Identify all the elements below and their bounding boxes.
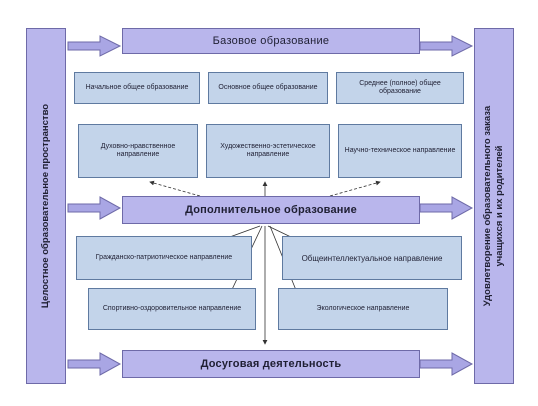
arrow-left-top — [67, 35, 122, 57]
direction-intellectual-box: Общеинтеллектуальное направление — [282, 236, 462, 280]
base-education-box: Базовое образование — [122, 28, 420, 54]
direction-sport-box: Спортивно-оздоровительное направление — [88, 288, 256, 330]
right-side-text-line2: учащихся и их родителей — [494, 145, 506, 267]
arrow-right-bottom — [419, 352, 474, 376]
direction-ecology-box: Экологическое направление — [278, 288, 448, 330]
level-secondary-label: Среднее (полное) общее образование — [359, 80, 441, 95]
leisure-activity-title: Досуговая деятельность — [200, 358, 342, 370]
direction-science-label: Научно-техническое направление — [344, 147, 456, 154]
direction-civic-label: Гражданско-патриотическое направление — [95, 254, 233, 261]
right-side-bar: Удовлетворение образовательного заказа у… — [474, 28, 514, 384]
link-up-left — [149, 180, 201, 197]
right-side-text-line1: Удовлетворение образовательного заказа — [482, 105, 494, 307]
additional-education-title: Дополнительное образование — [185, 204, 357, 216]
direction-art-label: Художественно-эстетическое направление — [220, 143, 316, 158]
direction-art-box: Художественно-эстетическое направление — [206, 124, 330, 178]
direction-ecology-label: Экологическое направление — [316, 305, 410, 312]
direction-spiritual-label: Духовно-нравственное направление — [100, 143, 176, 158]
level-basic-label: Основное общее образование — [218, 84, 318, 91]
level-basic-box: Основное общее образование — [208, 72, 328, 104]
right-side-text: Удовлетворение образовательного заказа у… — [482, 106, 506, 306]
arrow-left-mid — [67, 196, 122, 220]
level-primary-label: Начальное общее образование — [85, 84, 189, 91]
left-side-bar: Целостное образовательное пространство — [26, 28, 66, 384]
level-secondary-box: Среднее (полное) общее образование — [336, 72, 464, 104]
left-side-text: Целостное образовательное пространство — [40, 103, 52, 309]
leisure-activity-box: Досуговая деятельность — [122, 350, 420, 378]
direction-intellectual-label: Общеинтеллектуальное направление — [301, 253, 443, 263]
arrow-left-bottom — [67, 352, 122, 376]
direction-civic-box: Гражданско-патриотическое направление — [76, 236, 252, 280]
arrow-right-top — [419, 35, 474, 57]
base-education-title: Базовое образование — [212, 35, 330, 47]
level-primary-box: Начальное общее образование — [74, 72, 200, 104]
direction-sport-label: Спортивно-оздоровительное направление — [102, 305, 242, 312]
additional-education-box: Дополнительное образование — [122, 196, 420, 224]
direction-science-box: Научно-техническое направление — [338, 124, 462, 178]
direction-spiritual-box: Духовно-нравственное направление — [78, 124, 198, 178]
link-up-right — [329, 180, 381, 197]
arrow-right-mid — [419, 196, 474, 220]
